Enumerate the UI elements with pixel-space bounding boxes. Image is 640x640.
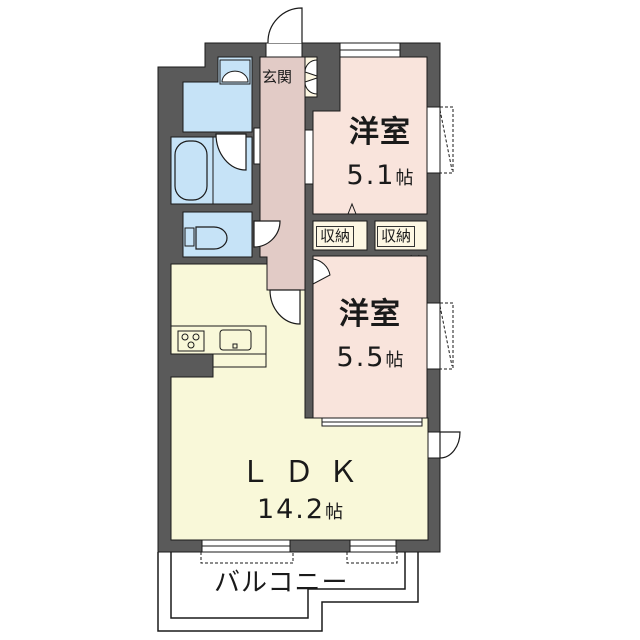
balcony-label: バルコニー (214, 568, 349, 598)
western-room-2-door-swing-icon (312, 258, 331, 285)
kitchen-counter-lower (212, 353, 267, 368)
stove-icon (177, 330, 205, 352)
western-room-2-window-right (426, 302, 441, 370)
western-room-2-floor (312, 255, 428, 419)
toilet-room-floor (182, 211, 253, 258)
western-room-1-floor (312, 56, 428, 215)
western-room-1-size: 5.1帖 (346, 160, 414, 191)
toilet-door-swing-icon (253, 220, 281, 248)
ldk-name: ＬＤＫ (240, 455, 372, 490)
entrance-label: 玄関 (262, 68, 293, 86)
western-room-1-window-right (426, 106, 441, 174)
balcony-outline (157, 552, 419, 632)
ldk-size: 14.2帖 (256, 494, 344, 525)
ldk-door-swing-icon (269, 289, 301, 325)
storage-1-label: 収納 (316, 226, 355, 247)
sink-icon (219, 329, 252, 351)
bath-door-swing-icon (215, 133, 247, 171)
ldk-side-door-swing-icon (439, 431, 461, 459)
western-room-1-name: 洋室 (349, 115, 411, 150)
toilet-icon (195, 226, 228, 250)
entrance-door-swing-icon (267, 7, 303, 44)
hallway-floor (259, 56, 306, 291)
storage-2-label: 収納 (377, 226, 416, 247)
western-room-2-name: 洋室 (339, 297, 401, 332)
bathtub-icon (174, 140, 208, 201)
washbasin-icon (219, 59, 251, 85)
western-room-2-size: 5.5帖 (336, 342, 404, 373)
entrance-door-opening (265, 42, 303, 58)
